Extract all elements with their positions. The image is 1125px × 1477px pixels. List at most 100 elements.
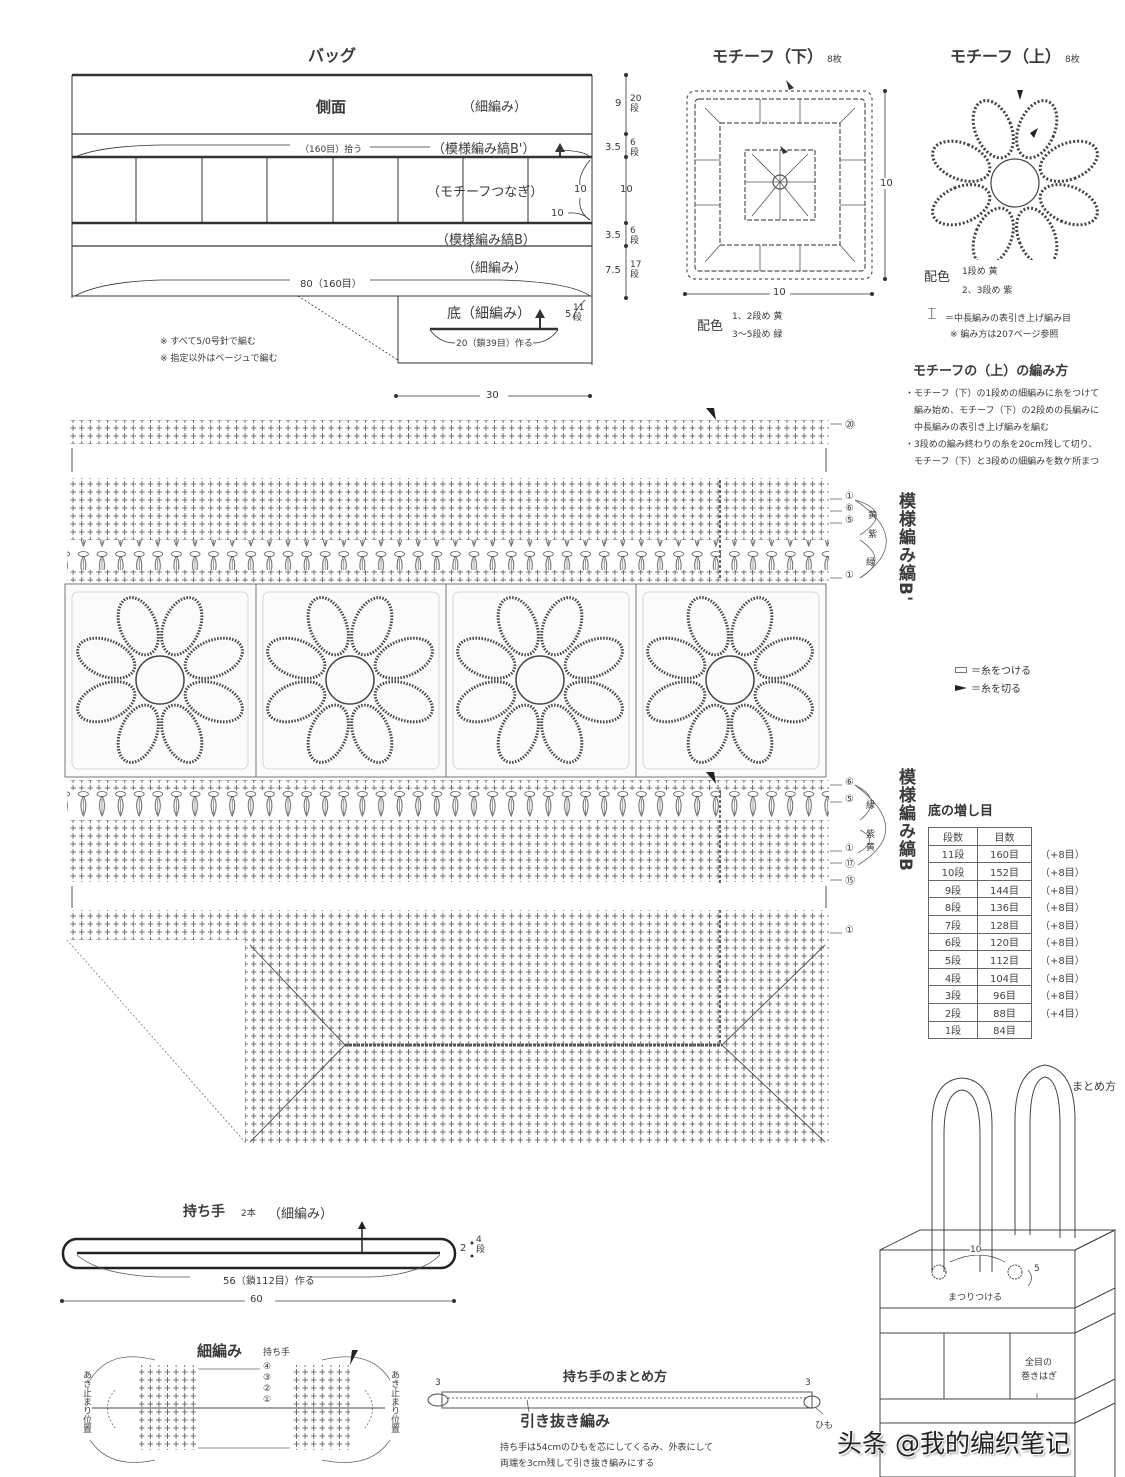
color-label-purple: 紫	[866, 830, 876, 840]
pattern-b-vertical: 模様編み縞B	[895, 768, 915, 872]
instruction-line: モチーフ（下）と3段めの細編みを数ケ所まつ	[905, 457, 1100, 467]
handle-finish-note: 持ち手は54cmのひもを芯にしてくるみ、外表にして	[500, 1443, 714, 1453]
color-label-green: 緑	[866, 558, 876, 568]
row-marker: ⑰	[845, 859, 855, 870]
assembly-title: まとめ方	[1072, 1080, 1116, 1093]
motif-upper: モチーフ（上） 8枚 配色 1段め 黄 2、3段め 紫 ⌶ ＝中長編みの表引き上…	[900, 30, 1125, 350]
cord-label: ひも	[815, 1421, 834, 1431]
handle-finish-title: 持ち手のまとめ方	[563, 1370, 668, 1385]
handle-finish-drawing	[427, 1391, 824, 1415]
handle-end-right: 3	[805, 1378, 811, 1388]
sc-bottom-label: （細編み）	[462, 261, 528, 276]
bag-assembly-drawing	[879, 1064, 1116, 1477]
bag-schematic-lines	[71, 73, 628, 398]
motif-lower-count: 8枚	[827, 55, 842, 65]
pattern-b-label: （模様編み縞B）	[436, 233, 536, 248]
dim-rows: 6段	[630, 138, 640, 158]
bottom-rows: 11段	[573, 303, 585, 323]
increase-title: 底の増し目	[928, 804, 994, 819]
handle-chart-subtitle: 持ち手	[263, 1348, 291, 1358]
handle-title: 持ち手	[183, 1204, 225, 1220]
handle-depth: 5	[1034, 1264, 1040, 1274]
stitch-chart: ⑳ ① ⑥ ⑤ ① 黄 紫 緑 模様編み縞B' ⑥ ⑤ ① ⑰ ⑮ ① 緑 紫 …	[0, 400, 915, 1160]
handle-rows: 4段	[476, 1235, 486, 1255]
width-label: 80（160目）	[300, 279, 362, 290]
dim-rows: 6段	[630, 226, 640, 246]
handle-length: 60	[250, 1294, 263, 1305]
handle-row-marker: ④	[263, 1362, 272, 1372]
motif-height: 10	[574, 184, 587, 195]
motif-upper-color-1: 1段め 黄	[962, 267, 998, 277]
motif-lower-chart	[683, 80, 887, 296]
color-label-yellow: 黄	[866, 843, 876, 853]
motif-lower-height: 10	[880, 178, 893, 189]
instruction-line: ・3段めの編み終わりの糸を20cm残して切り、	[905, 440, 1098, 450]
motif-lower: モチーフ（下） 8枚	[660, 30, 900, 350]
motif-upper-flower	[931, 90, 1099, 260]
dim-cm: 7.5	[605, 265, 621, 276]
dim-rows: 20段	[630, 94, 642, 114]
opening-stop-right: あき止まり位置	[389, 1370, 399, 1433]
motif-upper-color-2: 2、3段め 紫	[962, 286, 1013, 296]
table-header: 段数 目数	[928, 827, 1090, 846]
handle-chart: 細編み 持ち手 ④ ③ ② ① あき止まり位置 あき止まり位置	[60, 1320, 420, 1477]
watermark: 头条 @我的编织笔记	[837, 1429, 1070, 1458]
half-width-label: 30	[486, 390, 499, 401]
handle-chart-title: 細編み	[197, 1342, 243, 1360]
slip-stitch-label: 引き抜き編み	[520, 1412, 611, 1430]
motif-lower-color-2: 3〜5段め 緑	[732, 330, 783, 340]
reference-note: ※ 編み方は207ページ参照	[950, 330, 1059, 340]
dim-cm: 3.5	[605, 230, 621, 241]
row-marker: ⑳	[845, 420, 855, 431]
row-marker: ⑤	[845, 515, 854, 526]
handle-chart-grid	[89, 1350, 391, 1463]
instruction-line: ・モチーフ（下）の1段めの細編みに糸をつけて	[905, 389, 1100, 399]
bag-schematic: バッグ 側面 （細編み） （160目）拾う （模様編み縞B'） （モチーフつなぎ…	[0, 0, 660, 401]
pickup-label: （160目）拾う	[300, 145, 363, 155]
pattern-b-prime-vertical: 模様編み縞B'	[895, 492, 915, 603]
handle-finish-note: 両端を3cm残して引き抜き編みにする	[500, 1459, 655, 1469]
note-color: ※ 指定以外はベージュで編む	[160, 354, 278, 364]
instructions-title: モチーフの（上）の編み方	[913, 364, 1069, 379]
motif-upper-count: 8枚	[1065, 55, 1080, 65]
handle-row-marker: ③	[263, 1373, 272, 1383]
motif-lower-title: モチーフ（下）	[712, 47, 824, 66]
dim-rows: 17段	[630, 260, 642, 280]
seam-label-2: 巻きはぎ	[1021, 1372, 1058, 1382]
note-needle: ※ すべて5/0号針で編む	[160, 337, 256, 347]
handle-row-marker: ②	[263, 1384, 272, 1394]
handle-finish: 持ち手のまとめ方 3 3 ひも 引き抜き編み 持ち手は54cmのひもを芯にしてく…	[420, 1350, 840, 1477]
sc-top-label: （細編み）	[462, 100, 528, 115]
motif-lower-width: 10	[773, 287, 786, 298]
motif-width: 10	[551, 208, 564, 219]
motif-upper-color-label: 配色	[924, 270, 951, 285]
dim-cm: 3.5	[605, 142, 621, 153]
handle-shape	[60, 1221, 474, 1303]
bottom-label: 底（細編み）	[447, 306, 531, 322]
row-marker: ⑥	[845, 777, 854, 788]
legend-attach: ＝糸をつける	[955, 662, 1031, 677]
color-label-purple: 紫	[868, 530, 878, 540]
handle-row-marker: ①	[263, 1395, 272, 1405]
attach-yarn-icon	[955, 666, 967, 673]
sew-label: まつりつける	[948, 1293, 1003, 1303]
row-marker: ①	[845, 491, 854, 502]
dim-cm: 10	[620, 184, 633, 195]
legend: ＝糸をつける ＝糸を切る	[955, 662, 1031, 695]
row-marker: ①	[845, 843, 854, 854]
bottom-chain-label: 20（鎖39目）作る	[456, 339, 533, 349]
handle-stitch: （細編み）	[268, 1207, 334, 1222]
motif-upper-title: モチーフ（上）	[950, 47, 1062, 66]
row-marker: ⑮	[845, 876, 855, 887]
legend-cut: ＝糸を切る	[955, 680, 1031, 695]
cut-yarn-icon	[955, 684, 967, 691]
